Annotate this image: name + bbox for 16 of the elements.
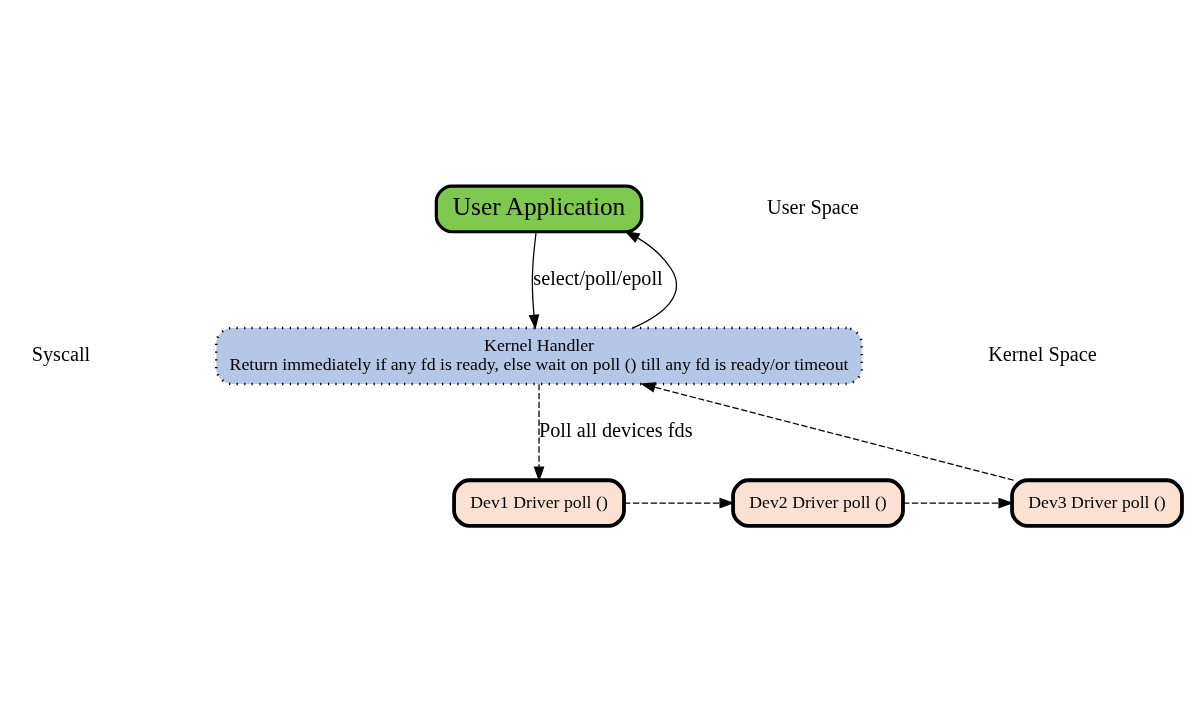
label: Syscall	[31, 342, 91, 365]
node-box: User Application	[434, 184, 644, 234]
arrow	[624, 230, 678, 329]
label: User Space	[767, 195, 859, 218]
arrow	[640, 382, 1015, 481]
edge-label: select/poll/epoll	[533, 266, 663, 289]
arrow	[902, 497, 1014, 509]
node-box: Kernel Handler Return immediately if any fd is ready, else wait on poll () till any fd is ready/or timeout	[215, 326, 864, 386]
edge-label: Poll all devices fds	[538, 418, 693, 441]
node-box: Dev2 Driver poll ()	[731, 478, 905, 528]
arrow	[623, 497, 735, 509]
node-box: Dev3 Driver poll ()	[1010, 478, 1184, 528]
arrow	[533, 383, 545, 482]
arrow	[528, 231, 540, 330]
label: Kernel Space	[988, 342, 1097, 365]
node-box: Dev1 Driver poll ()	[452, 478, 626, 528]
